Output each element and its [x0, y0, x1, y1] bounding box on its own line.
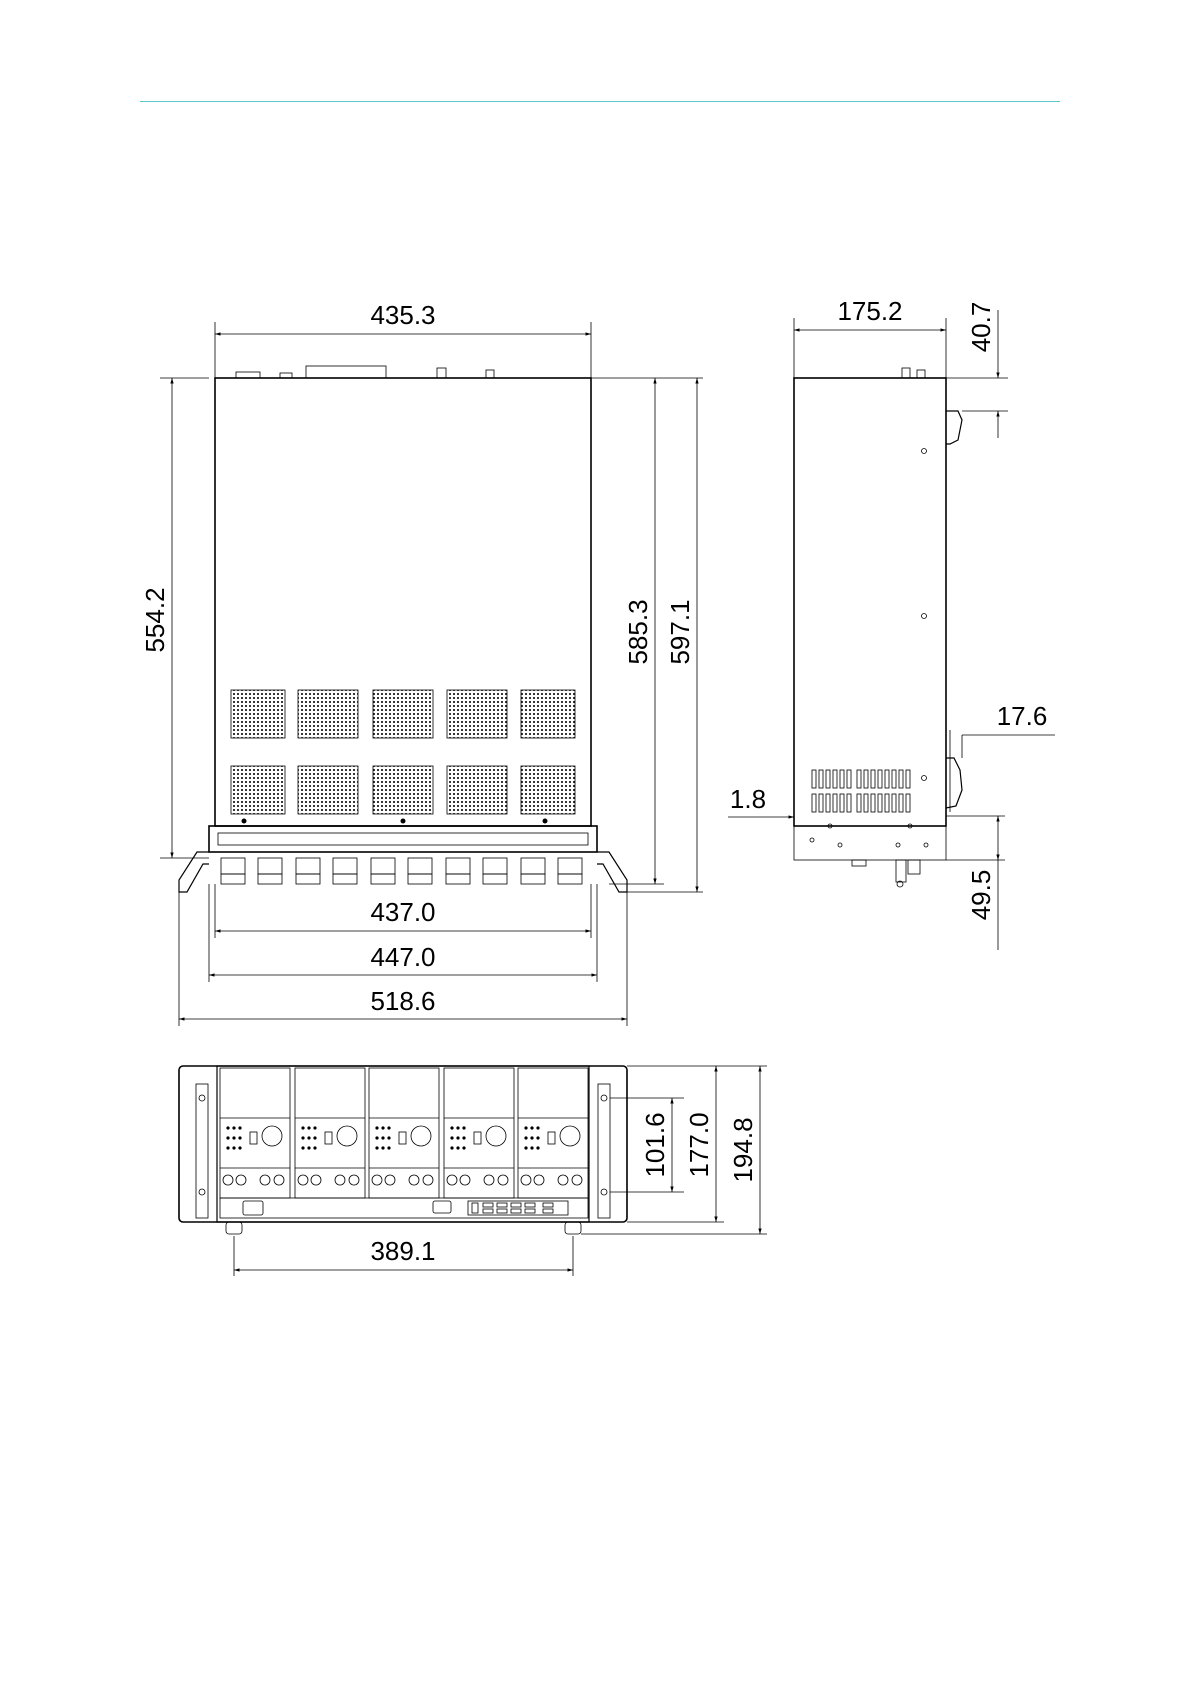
dim-foot-spacing: 389.1	[370, 1236, 435, 1266]
side-view: 175.2	[728, 296, 1055, 950]
dim-depth-top: 175.2	[837, 296, 902, 326]
dim-total-height: 194.8	[728, 1117, 758, 1182]
dim-hole-spacing: 101.6	[640, 1112, 670, 1177]
dim-width-447: 447.0	[370, 942, 435, 972]
dim-width-top: 435.3	[370, 300, 435, 330]
dim-panel-height: 177.0	[684, 1112, 714, 1177]
dim-height-left: 554.2	[140, 587, 170, 652]
top-view: 435.3	[140, 300, 703, 1026]
dim-handle-top: 40.7	[966, 302, 996, 353]
dim-lip: 1.8	[730, 784, 766, 814]
dim-foot: 49.5	[966, 870, 996, 921]
front-view: 389.1 101.6 177.0 194.8	[179, 1066, 767, 1276]
dim-height-inner: 585.3	[623, 599, 653, 664]
dim-width-437: 437.0	[370, 897, 435, 927]
dim-width-518: 518.6	[370, 986, 435, 1016]
dim-handle-offset: 17.6	[997, 701, 1048, 731]
dim-height-outer: 597.1	[665, 599, 695, 664]
